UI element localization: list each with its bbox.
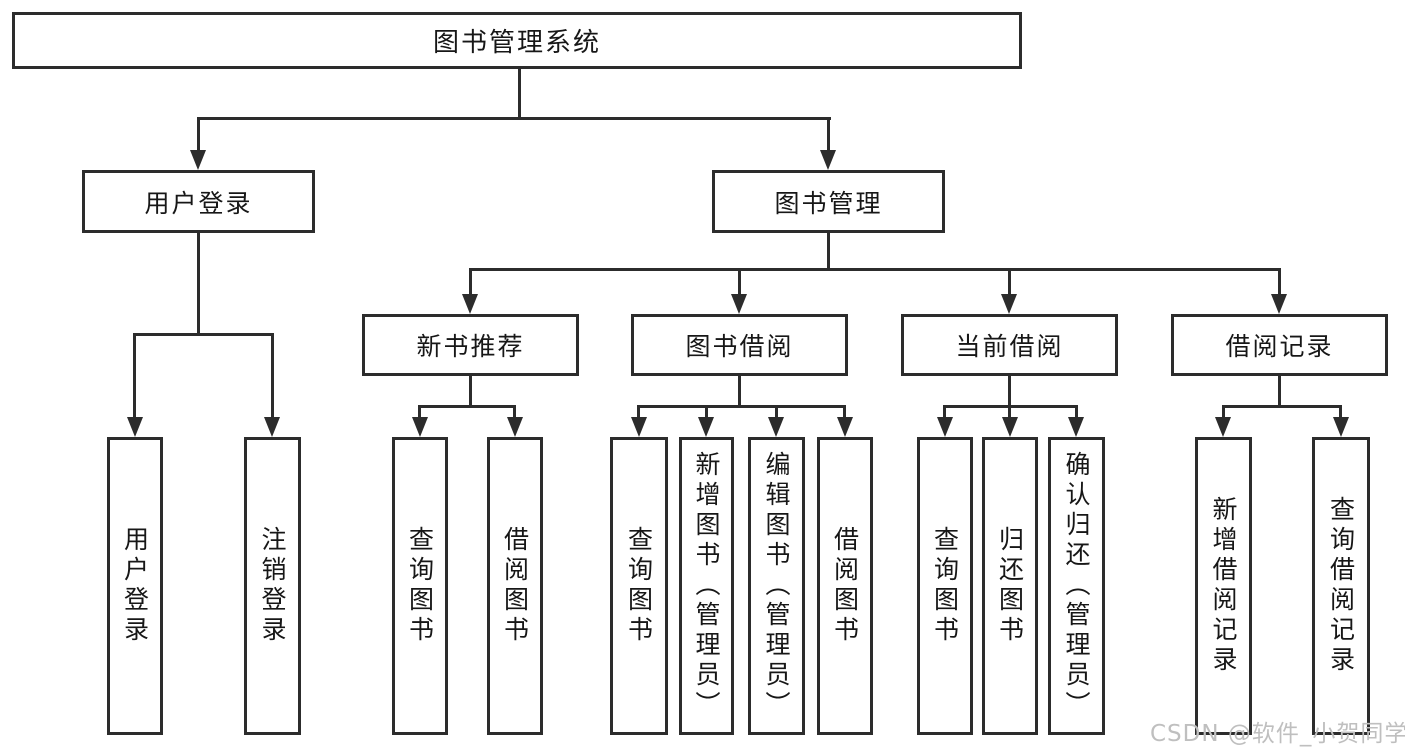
leaf-borrow-books-2: 借阅图书 (817, 437, 873, 735)
arrowhead-new-book-rec (462, 294, 478, 314)
connector-stem-leaf-logout (271, 333, 274, 421)
connector-book-borrow-stub (738, 376, 741, 407)
connector-root-branch (197, 117, 831, 120)
connector-stem-borrow-books-2 (843, 405, 846, 421)
arrowhead-leaf-logout (264, 417, 280, 437)
node-book-mgmt: 图书管理 (712, 170, 945, 233)
connector-stem-query-books-1 (418, 405, 421, 421)
arrowhead-current-borrow (1001, 294, 1017, 314)
connector-book-mgmt-branch (469, 268, 1281, 271)
connector-stem-leaf-user-login (133, 333, 136, 421)
connector-stem-add-book-admin (705, 405, 708, 421)
leaf-add-book-admin-label: 新增图书（管理员） (692, 451, 721, 721)
arrowhead-borrow-records (1271, 294, 1287, 314)
node-root: 图书管理系统 (12, 12, 1022, 69)
leaf-confirm-return-admin: 确认归还（管理员） (1048, 437, 1105, 735)
leaf-query-borrow-record: 查询借阅记录 (1312, 437, 1370, 735)
arrowhead-query-books-1 (412, 417, 428, 437)
arrowhead-user-login (190, 150, 206, 170)
arrowhead-query-books-3 (937, 417, 953, 437)
node-root-label: 图书管理系统 (432, 28, 601, 58)
arrowhead-query-books-2 (631, 417, 647, 437)
leaf-add-book-admin: 新增图书（管理员） (679, 437, 734, 735)
leaf-user-login: 用户登录 (107, 437, 163, 735)
leaf-query-books-1-label: 查询图书 (405, 526, 435, 646)
node-book-borrow: 图书借阅 (631, 314, 848, 376)
leaf-logout-label: 注销登录 (258, 526, 287, 646)
node-new-book-rec: 新书推荐 (362, 314, 579, 376)
connector-borrow-records-stub (1278, 376, 1281, 407)
leaf-user-login-label: 用户登录 (120, 526, 150, 646)
node-borrow-records: 借阅记录 (1171, 314, 1388, 376)
leaf-add-borrow-record: 新增借阅记录 (1195, 437, 1252, 735)
arrowhead-book-borrow (731, 294, 747, 314)
connector-stem-return-books (1008, 405, 1011, 421)
arrowhead-leaf-user-login (127, 417, 143, 437)
node-current-borrow-label: 当前借阅 (955, 332, 1064, 361)
node-user-login-label: 用户登录 (144, 188, 253, 218)
leaf-return-books: 归还图书 (982, 437, 1038, 735)
connector-borrow-records-branch (1222, 405, 1342, 408)
arrowhead-book-mgmt (820, 150, 836, 170)
leaf-edit-book-admin: 编辑图书（管理员） (748, 437, 805, 735)
leaf-query-borrow-record-label: 查询借阅记录 (1326, 496, 1356, 676)
leaf-query-books-2-label: 查询图书 (624, 526, 654, 646)
arrowhead-return-books (1002, 417, 1018, 437)
node-current-borrow: 当前借阅 (901, 314, 1118, 376)
node-book-mgmt-label: 图书管理 (774, 188, 883, 218)
connector-new-book-rec-stub (469, 376, 472, 407)
connector-stem-new-book-rec (469, 268, 472, 298)
connector-book-borrow-branch (637, 405, 846, 408)
node-book-borrow-label: 图书借阅 (685, 332, 794, 361)
connector-stem-query-borrow-record (1339, 405, 1342, 421)
connector-stem-borrow-books-1 (513, 405, 516, 421)
connector-stem-query-books-3 (943, 405, 946, 421)
arrowhead-borrow-books-2 (837, 417, 853, 437)
connector-book-mgmt-stub (827, 233, 830, 271)
arrowhead-borrow-books-1 (507, 417, 523, 437)
connector-new-book-rec-branch (418, 405, 516, 408)
connector-stem-book-borrow (738, 268, 741, 298)
connector-stem-borrow-records (1278, 268, 1281, 298)
node-borrow-records-label: 借阅记录 (1225, 332, 1334, 361)
arrowhead-add-borrow-record (1215, 417, 1231, 437)
connector-stem-book-mgmt (827, 117, 830, 152)
leaf-query-books-2: 查询图书 (610, 437, 668, 735)
leaf-add-borrow-record-label: 新增借阅记录 (1209, 496, 1238, 676)
leaf-borrow-books-2-label: 借阅图书 (830, 526, 860, 646)
leaf-borrow-books-1: 借阅图书 (487, 437, 543, 735)
leaf-query-books-1: 查询图书 (392, 437, 448, 735)
leaf-confirm-return-admin-label: 确认归还（管理员） (1062, 451, 1091, 721)
connector-root-stub (518, 69, 521, 117)
leaf-edit-book-admin-label: 编辑图书（管理员） (762, 451, 791, 721)
arrowhead-query-borrow-record (1333, 417, 1349, 437)
connector-user-login-stub (197, 233, 200, 333)
arrowhead-add-book-admin (698, 417, 714, 437)
leaf-return-books-label: 归还图书 (995, 526, 1025, 646)
leaf-query-books-3: 查询图书 (917, 437, 973, 735)
connector-stem-edit-book-admin (775, 405, 778, 421)
connector-user-login-branch (133, 333, 274, 336)
leaf-borrow-books-1-label: 借阅图书 (500, 526, 530, 646)
arrowhead-edit-book-admin (768, 417, 784, 437)
connector-current-borrow-stub (1008, 376, 1011, 407)
arrowhead-confirm-return (1068, 417, 1084, 437)
csdn-watermark: CSDN @软件_小贺同学 (1150, 721, 1405, 747)
connector-stem-add-borrow-record (1222, 405, 1225, 421)
connector-stem-confirm-return (1075, 405, 1078, 421)
node-new-book-rec-label: 新书推荐 (416, 332, 525, 361)
node-user-login: 用户登录 (82, 170, 315, 233)
leaf-logout: 注销登录 (244, 437, 301, 735)
leaf-query-books-3-label: 查询图书 (930, 526, 960, 646)
connector-stem-user-login (197, 117, 200, 152)
connector-stem-query-books-2 (637, 405, 640, 421)
connector-stem-current-borrow (1008, 268, 1011, 298)
